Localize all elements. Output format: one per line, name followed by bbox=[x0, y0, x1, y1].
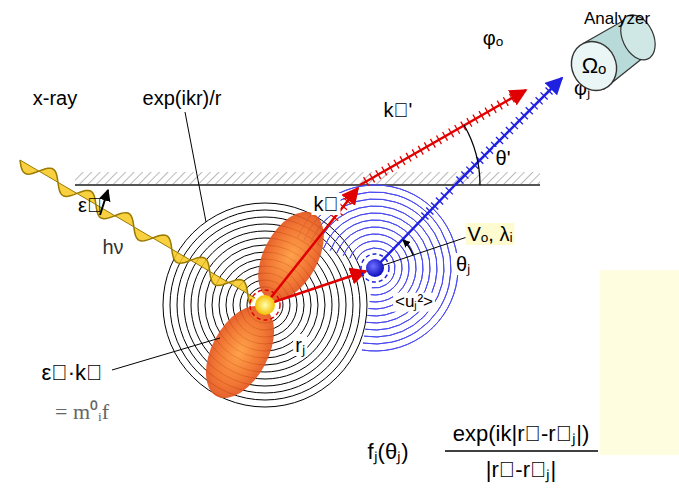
source-label: x-ray bbox=[31, 87, 79, 109]
polarisation-label: ε⃗ bbox=[76, 194, 104, 216]
wavevector-label: k⃗ bbox=[312, 193, 341, 215]
scattering-factor: fⱼ(θⱼ) bbox=[366, 440, 411, 464]
angle-arc bbox=[403, 240, 413, 255]
leader-line bbox=[112, 338, 220, 370]
leader-line bbox=[185, 112, 206, 222]
emitter-vibration bbox=[250, 290, 280, 320]
wave-arc bbox=[298, 185, 458, 351]
wave-arc bbox=[304, 192, 451, 344]
orbital-lobe bbox=[245, 201, 338, 311]
xray-fill bbox=[20, 160, 255, 305]
scattered-wave bbox=[298, 185, 458, 351]
angle-label: φₒ bbox=[481, 27, 506, 49]
xray-line bbox=[20, 160, 250, 305]
scattered-path bbox=[455, 78, 562, 185]
wave-formula: exp(ikr)/r bbox=[141, 87, 224, 109]
emitter-atom bbox=[255, 295, 275, 315]
matrix-element: ε⃗·k⃗ bbox=[39, 361, 104, 385]
wavevector-label: k⃗' bbox=[382, 99, 415, 121]
outgoing-wave bbox=[163, 203, 367, 407]
angle-arc bbox=[464, 125, 480, 185]
wave-arc bbox=[311, 199, 444, 337]
wave-arc bbox=[317, 206, 437, 330]
analyzer: AnalyzerΩₒ bbox=[548, 8, 672, 94]
wave-ticks bbox=[330, 82, 557, 220]
scattered-path bbox=[375, 185, 455, 268]
surface-hatch bbox=[75, 172, 540, 185]
wave-formula: |r⃗-r⃗ⱼ| bbox=[484, 458, 558, 482]
xray-axis bbox=[20, 160, 255, 298]
wave-ring bbox=[163, 203, 367, 407]
vibration-label: <uⱼ²> bbox=[393, 293, 435, 312]
potential-label: Vₒ, λᵢ bbox=[465, 223, 514, 245]
angle-label: θⱼ bbox=[454, 253, 472, 275]
analyzer-label: Analyzer bbox=[584, 10, 650, 29]
cylinder-face bbox=[563, 34, 624, 94]
fraction-bar bbox=[445, 450, 598, 452]
xray-wave bbox=[20, 160, 255, 305]
distance-label: rⱼ bbox=[293, 334, 307, 356]
surface-line bbox=[75, 184, 540, 186]
wave-vector bbox=[265, 188, 358, 305]
position-vector bbox=[265, 271, 366, 305]
wave-ring bbox=[177, 217, 353, 393]
note-panel bbox=[600, 270, 679, 455]
orbital-lobe bbox=[192, 295, 288, 410]
matrix-element-value: = m⁰ᵢf bbox=[53, 400, 111, 424]
wave-formula: exp(ik|r⃗-r⃗ⱼ|) bbox=[451, 422, 591, 446]
scatterer-vibration bbox=[361, 254, 389, 282]
solid-angle: Ωₒ bbox=[582, 54, 607, 78]
scatterer-atom bbox=[366, 259, 384, 277]
angle-label: θ' bbox=[494, 147, 513, 169]
wave-ring bbox=[170, 210, 360, 400]
photon-energy: hν bbox=[100, 236, 125, 258]
